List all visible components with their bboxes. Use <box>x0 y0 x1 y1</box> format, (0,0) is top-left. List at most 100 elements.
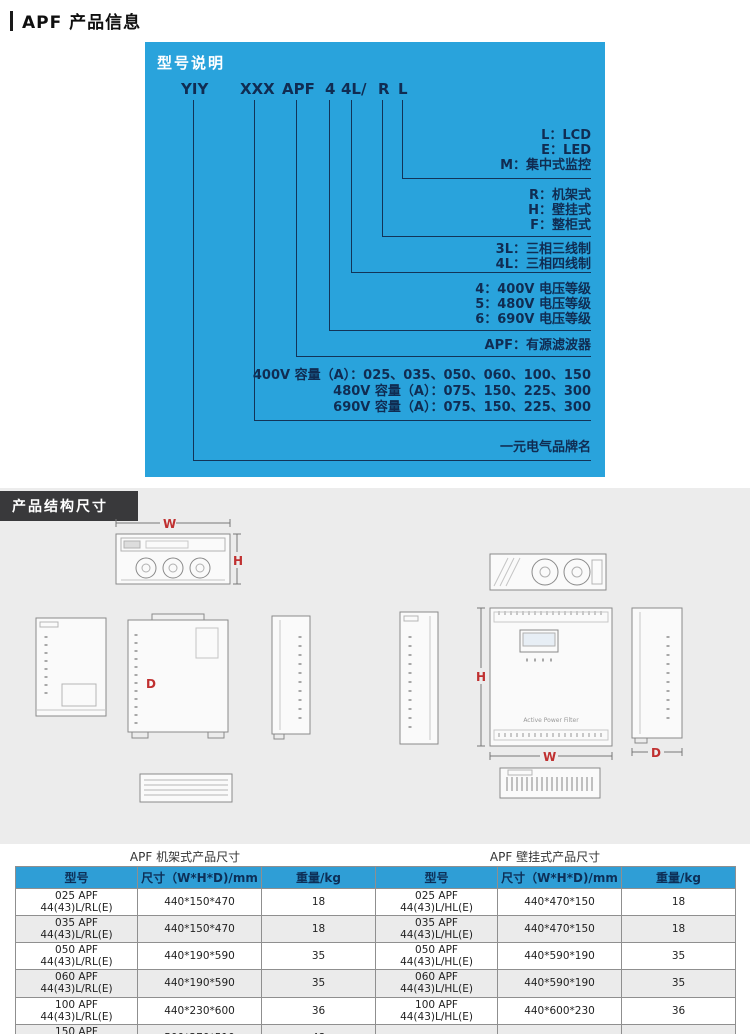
model-cell: 150 APF 44(43)L/RL(E) <box>15 1023 138 1034</box>
label-voltage-400: 4：400V 电压等级 <box>475 282 591 297</box>
label-mount-rack: R：机架式 <box>528 188 591 203</box>
model-line1: 060 APF <box>415 971 458 984</box>
weight-cell: 18 <box>261 915 376 944</box>
wall-front-view-drawing: Active Power Filter <box>489 607 613 747</box>
wall-top-view-drawing <box>489 553 607 591</box>
header-size-wall: 尺寸（W*H*D)/mm <box>497 866 622 889</box>
rack-height-dimension: H <box>233 533 243 585</box>
model-cell <box>375 1023 498 1034</box>
size-cell: 440*470*150 <box>497 887 622 917</box>
label-mount-cabinet: F：整柜式 <box>530 218 591 233</box>
connector-line-voltage <box>329 100 330 330</box>
size-cell: 440*190*590 <box>137 942 262 971</box>
group-line-voltage <box>329 330 591 331</box>
group-line-wiring <box>351 272 591 273</box>
label-group-mount: R：机架式 H：壁挂式 F：整柜式 <box>528 188 591 233</box>
group-line-mount <box>382 236 591 237</box>
weight-cell <box>621 1023 736 1034</box>
structure-dimensions-panel: 产品结构尺寸 W H <box>0 488 750 844</box>
model-part-display: L <box>398 80 408 98</box>
rack-front-fan-view-drawing <box>115 533 231 585</box>
group-line-brand <box>193 460 591 461</box>
label-display-lcd: L：LCD <box>541 128 591 143</box>
weight-cell: 48 <box>261 1023 376 1034</box>
caption-rack-dimensions: APF 机架式产品尺寸 <box>129 850 241 864</box>
label-voltage-480: 5：480V 电压等级 <box>475 297 591 312</box>
w-dimension-label-wall: W <box>543 750 556 764</box>
size-cell: 440*190*590 <box>137 969 262 998</box>
table-header-row: 型号 尺寸（W*H*D)/mm 重量/kg 型号 尺寸（W*H*D)/mm 重量… <box>15 866 736 889</box>
size-cell: 440*150*470 <box>137 915 262 944</box>
table-row: 025 APF 44(43)L/RL(E) 440*150*470 18 025… <box>15 887 736 917</box>
model-line1: 100 APF <box>55 998 98 1011</box>
connector-line-mount <box>382 100 383 236</box>
label-group-voltage: 4：400V 电压等级 5：480V 电压等级 6：690V 电压等级 <box>475 282 591 327</box>
rack-front-view-drawing: D <box>127 613 229 739</box>
model-cell: 025 APF 44(43)L/RL(E) <box>15 887 138 917</box>
size-cell: 440*600*230 <box>497 996 622 1025</box>
structure-section-heading: 产品结构尺寸 <box>0 491 138 521</box>
model-section-heading: 型号说明 <box>157 54 226 72</box>
label-mount-wall: H：壁挂式 <box>528 203 591 218</box>
model-line2: 44(43)L/RL(E) <box>40 929 113 942</box>
model-line1: 050 APF <box>55 944 98 957</box>
group-line-display <box>402 178 591 179</box>
wall-grille-view-drawing <box>499 767 601 799</box>
wall-side-view-drawing <box>631 607 683 744</box>
model-part-mount: R <box>378 80 390 98</box>
size-cell <box>497 1023 622 1034</box>
weight-cell: 35 <box>621 969 736 998</box>
h-dimension-label-wall: H <box>476 670 486 684</box>
label-capacity-690v: 690V 容量（A）：075、150、225、300 <box>333 400 591 415</box>
model-cell: 035 APF 44(43)L/HL(E) <box>375 915 498 944</box>
header-model-wall: 型号 <box>375 866 498 889</box>
label-apf-filter: APF：有源滤波器 <box>484 338 591 353</box>
d-dimension-label-wall: D <box>651 746 661 760</box>
title-accent-bar <box>10 10 13 31</box>
size-cell: 440*590*190 <box>497 969 622 998</box>
model-cell: 025 APF 44(43)L/HL(E) <box>375 887 498 917</box>
wall-width-dimension: W <box>489 750 613 764</box>
table-row: 060 APF 44(43)L/RL(E) 440*190*590 35 060… <box>15 969 736 998</box>
header-size-rack: 尺寸（W*H*D)/mm <box>137 866 262 889</box>
label-group-wiring: 3L：三相三线制 4L：三相四线制 <box>496 242 591 272</box>
model-line2: 44(43)L/RL(E) <box>40 1010 113 1023</box>
model-line1: 150 APF <box>55 1025 98 1034</box>
model-line1: 100 APF <box>415 998 458 1011</box>
label-display-monitor: M：集中式监控 <box>500 158 591 173</box>
table-row: 150 APF 44(43)L/RL(E) 500*270*510 48 <box>15 1023 736 1034</box>
model-part-brand: YIY <box>181 80 209 98</box>
label-wiring-3l: 3L：三相三线制 <box>495 242 591 257</box>
rack-width-dimension: W <box>115 517 231 531</box>
weight-cell: 18 <box>621 887 736 917</box>
table-row: 050 APF 44(43)L/RL(E) 440*190*590 35 050… <box>15 942 736 971</box>
model-line2: 44(43)L/HL(E) <box>400 956 473 969</box>
weight-cell: 35 <box>261 942 376 971</box>
d-dimension-label-rack: D <box>146 677 156 691</box>
page-title-text: APF 产品信息 <box>22 13 142 33</box>
model-part-voltage: 4 <box>325 80 336 98</box>
model-line2: 44(43)L/HL(E) <box>400 929 473 942</box>
header-weight-wall: 重量/kg <box>621 866 736 889</box>
rack-narrow-side-view-drawing <box>271 615 311 740</box>
weight-cell: 36 <box>621 996 736 1025</box>
wall-narrow-side-view-drawing <box>399 611 439 745</box>
model-cell: 050 APF 44(43)L/RL(E) <box>15 942 138 971</box>
model-part-capacity: XXX <box>240 80 275 98</box>
product-brand-label: Active Power Filter <box>523 717 579 724</box>
header-weight-rack: 重量/kg <box>261 866 376 889</box>
label-display-led: E：LED <box>541 143 591 158</box>
model-line1: 025 APF <box>55 890 98 902</box>
h-dimension-label-rack: H <box>233 554 243 568</box>
connector-line-apf <box>296 100 297 356</box>
label-capacity-480v: 480V 容量（A）：075、150、225、300 <box>333 384 591 399</box>
size-cell: 440*150*470 <box>137 887 262 917</box>
label-capacity-400v: 400V 容量（A）：025、035、050、060、100、150 <box>252 368 591 383</box>
table-row: 100 APF 44(43)L/RL(E) 440*230*600 36 100… <box>15 996 736 1025</box>
model-description-box: 型号说明 YIY XXX APF 4 4L/ R L L：LCD E：LED M… <box>145 42 605 477</box>
weight-cell: 35 <box>621 942 736 971</box>
size-cell: 500*270*510 <box>137 1023 262 1034</box>
label-group-apf: APF：有源滤波器 <box>485 338 591 353</box>
table-row: 035 APF 44(43)L/RL(E) 440*150*470 18 035… <box>15 915 736 944</box>
weight-cell: 18 <box>261 887 376 917</box>
